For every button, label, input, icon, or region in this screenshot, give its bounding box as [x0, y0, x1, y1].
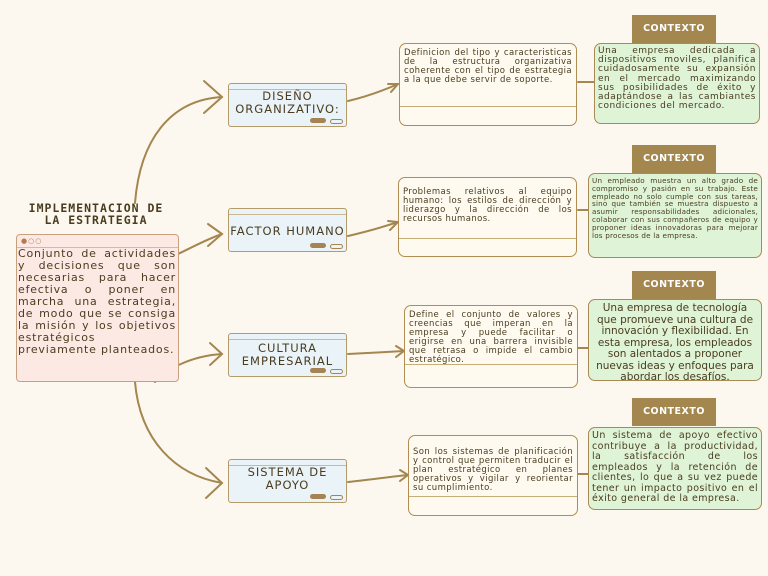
arrowhead	[203, 80, 224, 114]
connector-central-to-factor	[177, 233, 223, 255]
window-dots-icon: ●○○	[21, 237, 43, 245]
branch-titlebar	[229, 84, 346, 90]
branch-factor-humano: FACTOR HUMANO	[228, 208, 347, 252]
connector-factor-to-def	[347, 221, 399, 237]
context-text: Un sistema de apoyo efectivo contribuye …	[592, 430, 758, 504]
connector-diseno-to-def	[347, 83, 399, 102]
arrowhead	[205, 467, 224, 499]
branch-diseno-organizativo: DISEÑO ORGANIZATIVO:	[228, 83, 347, 127]
arrowhead	[387, 83, 401, 93]
context-text: Una empresa de tecnología que promueve u…	[596, 302, 754, 383]
context-card-diseno: Una empresa dedicada a dispositivos movi…	[594, 43, 760, 124]
definition-text: Define el conjunto de valores y creencia…	[409, 310, 573, 365]
central-title: IMPLEMENTACION DE LA ESTRATEGIA	[28, 201, 164, 227]
context-label: CONTEXTO	[632, 398, 716, 426]
context-label: CONTEXTO	[632, 15, 716, 43]
branch-label: FACTOR HUMANO	[230, 224, 345, 238]
branch-label: SISTEMA DE APOYO	[247, 465, 328, 492]
toggle-pill-outline-icon	[330, 495, 343, 500]
context-text: Un empleado muestra un alto grado de com…	[592, 176, 758, 240]
context-text: Una empresa dedicada a dispositivos movi…	[598, 46, 756, 112]
toggle-pill-icon	[310, 118, 326, 123]
definition-card-factor: Problemas relativos al equipo humano: lo…	[398, 177, 577, 257]
branch-label: CULTURA EMPRESARIAL	[241, 341, 334, 368]
definition-text: Son los sistemas de planificación y cont…	[413, 447, 573, 493]
toggle-pill-icon	[310, 494, 326, 499]
context-card-factor: Un empleado muestra un alto grado de com…	[588, 173, 762, 258]
context-card-cultura: Una empresa de tecnología que promueve u…	[588, 299, 762, 383]
definition-card-cultura: Define el conjunto de valores y creencia…	[404, 305, 578, 388]
arrowhead	[209, 342, 224, 366]
toggle-pill-outline-icon	[330, 244, 343, 249]
branch-sistema-de-apoyo: SISTEMA DE APOYO	[228, 459, 347, 503]
branch-label: DISEÑO ORGANIZATIVO:	[235, 89, 340, 116]
definition-card-diseno: Definicion del tipo y caracteristicas de…	[399, 43, 577, 126]
connector-sistema-to-def	[347, 474, 409, 483]
central-card-titlebar: ●○○	[17, 235, 178, 248]
card-divider	[400, 106, 576, 107]
toggle-pill-icon	[310, 243, 326, 248]
definition-card-sistema: Son los sistemas de planificación y cont…	[408, 435, 578, 516]
connector-central-to-sistema	[134, 381, 223, 484]
central-card: ●○○ Conjunto de actividades y decisiones…	[16, 234, 179, 382]
definition-text: Problemas relativos al equipo humano: lo…	[403, 187, 572, 224]
definition-text: Definicion del tipo y caracteristicas de…	[404, 48, 572, 85]
toggle-pill-icon	[310, 368, 326, 373]
card-divider	[409, 496, 577, 497]
card-divider	[399, 238, 576, 239]
branch-cultura-empresarial: CULTURA EMPRESARIAL	[228, 333, 347, 377]
toggle-pill-outline-icon	[330, 369, 343, 374]
branch-titlebar	[229, 209, 346, 215]
connector-central-to-diseno	[134, 96, 223, 204]
context-label: CONTEXTO	[632, 145, 716, 173]
context-card-sistema: Un sistema de apoyo efectivo contribuye …	[588, 427, 762, 510]
toggle-pill-outline-icon	[330, 119, 343, 124]
arrowhead	[207, 223, 224, 247]
branch-titlebar	[229, 460, 346, 466]
connector-cultura-to-def	[347, 350, 405, 355]
context-label: CONTEXTO	[632, 271, 716, 299]
central-description: Conjunto de actividades y decisiones que…	[18, 247, 176, 356]
branch-titlebar	[229, 334, 346, 340]
card-divider	[405, 364, 577, 365]
